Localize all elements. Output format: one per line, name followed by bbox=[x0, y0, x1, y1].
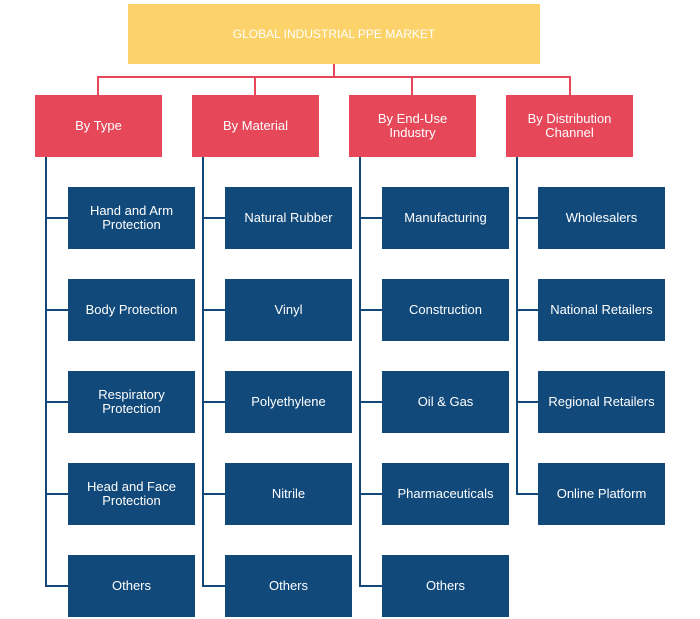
branch-line bbox=[202, 401, 225, 403]
leaf-natural-rubber: Natural Rubber bbox=[225, 187, 352, 249]
leaf-label: Natural Rubber bbox=[244, 210, 333, 225]
leaf-label: Online Platform bbox=[556, 486, 647, 501]
leaf-label: Vinyl bbox=[274, 302, 303, 317]
leaf-label: Body Protection bbox=[85, 302, 178, 317]
leaf-nitrile: Nitrile bbox=[225, 463, 352, 525]
leaf-label: Regional Retailers bbox=[548, 394, 655, 409]
leaf-body-protection: Body Protection bbox=[68, 279, 195, 341]
leaf-manufacturing: Manufacturing bbox=[382, 187, 509, 249]
leaf-label: Manufacturing bbox=[404, 210, 487, 225]
leaf-hand-and-arm-protection: Hand and Arm Protection bbox=[68, 187, 195, 249]
leaf-polyethylene: Polyethylene bbox=[225, 371, 352, 433]
branch-line bbox=[359, 585, 382, 587]
trunk-type bbox=[45, 157, 47, 586]
branch-line bbox=[359, 217, 382, 219]
category-by-type: By Type bbox=[35, 95, 162, 157]
leaf-label: Others bbox=[268, 578, 308, 593]
root-connector-horizontal bbox=[97, 76, 571, 78]
leaf-respiratory-protection: Respiratory Protection bbox=[68, 371, 195, 433]
branch-line bbox=[45, 585, 68, 587]
leaf-others: Others bbox=[225, 555, 352, 617]
market-title-box: GLOBAL INDUSTRIAL PPE MARKET bbox=[128, 4, 540, 64]
leaf-label: Respiratory Protection bbox=[98, 387, 165, 416]
leaf-label: Hand and Arm Protection bbox=[89, 203, 174, 232]
connector-end-use bbox=[411, 76, 413, 95]
leaf-label: Construction bbox=[409, 302, 482, 317]
branch-line bbox=[516, 493, 538, 495]
leaf-others: Others bbox=[382, 555, 509, 617]
trunk-end-use bbox=[359, 157, 361, 586]
branch-line bbox=[202, 309, 225, 311]
branch-line bbox=[359, 401, 382, 403]
leaf-pharmaceuticals: Pharmaceuticals bbox=[382, 463, 509, 525]
branch-line bbox=[45, 217, 68, 219]
branch-line bbox=[516, 401, 538, 403]
category-by-end-use-industry: By End-Use Industry bbox=[349, 95, 476, 157]
leaf-others: Others bbox=[68, 555, 195, 617]
leaf-label: Oil & Gas bbox=[417, 394, 474, 409]
leaf-online-platform: Online Platform bbox=[538, 463, 665, 525]
branch-line bbox=[359, 309, 382, 311]
leaf-label: Others bbox=[111, 578, 151, 593]
market-title: GLOBAL INDUSTRIAL PPE MARKET bbox=[232, 27, 436, 41]
root-connector-vertical bbox=[333, 64, 335, 77]
leaf-wholesalers: Wholesalers bbox=[538, 187, 665, 249]
leaf-regional-retailers: Regional Retailers bbox=[538, 371, 665, 433]
category-label: By Type bbox=[75, 118, 122, 133]
branch-line bbox=[516, 309, 538, 311]
connector-material bbox=[254, 76, 256, 95]
branch-line bbox=[202, 493, 225, 495]
connector-distribution bbox=[569, 76, 571, 95]
category-by-distribution-channel: By Distribution Channel bbox=[506, 95, 633, 157]
branch-line bbox=[359, 493, 382, 495]
category-label: By Distribution Channel bbox=[527, 111, 612, 140]
trunk-distribution bbox=[516, 157, 518, 494]
branch-line bbox=[45, 401, 68, 403]
category-label: By End-Use Industry bbox=[377, 111, 448, 140]
leaf-head-and-face-protection: Head and Face Protection bbox=[68, 463, 195, 525]
trunk-material bbox=[202, 157, 204, 586]
branch-line bbox=[516, 217, 538, 219]
leaf-label: Head and Face Protection bbox=[87, 479, 176, 508]
leaf-label: Polyethylene bbox=[251, 394, 326, 409]
leaf-vinyl: Vinyl bbox=[225, 279, 352, 341]
leaf-label: National Retailers bbox=[550, 302, 653, 317]
leaf-construction: Construction bbox=[382, 279, 509, 341]
leaf-oil-and-gas: Oil & Gas bbox=[382, 371, 509, 433]
leaf-label: Others bbox=[425, 578, 465, 593]
branch-line bbox=[45, 309, 68, 311]
leaf-label: Pharmaceuticals bbox=[397, 486, 494, 501]
leaf-label: Nitrile bbox=[271, 486, 306, 501]
category-label: By Material bbox=[222, 118, 289, 133]
branch-line bbox=[202, 217, 225, 219]
leaf-national-retailers: National Retailers bbox=[538, 279, 665, 341]
leaf-label: Wholesalers bbox=[565, 210, 638, 225]
connector-type bbox=[97, 76, 99, 95]
branch-line bbox=[202, 585, 225, 587]
category-by-material: By Material bbox=[192, 95, 319, 157]
branch-line bbox=[45, 493, 68, 495]
